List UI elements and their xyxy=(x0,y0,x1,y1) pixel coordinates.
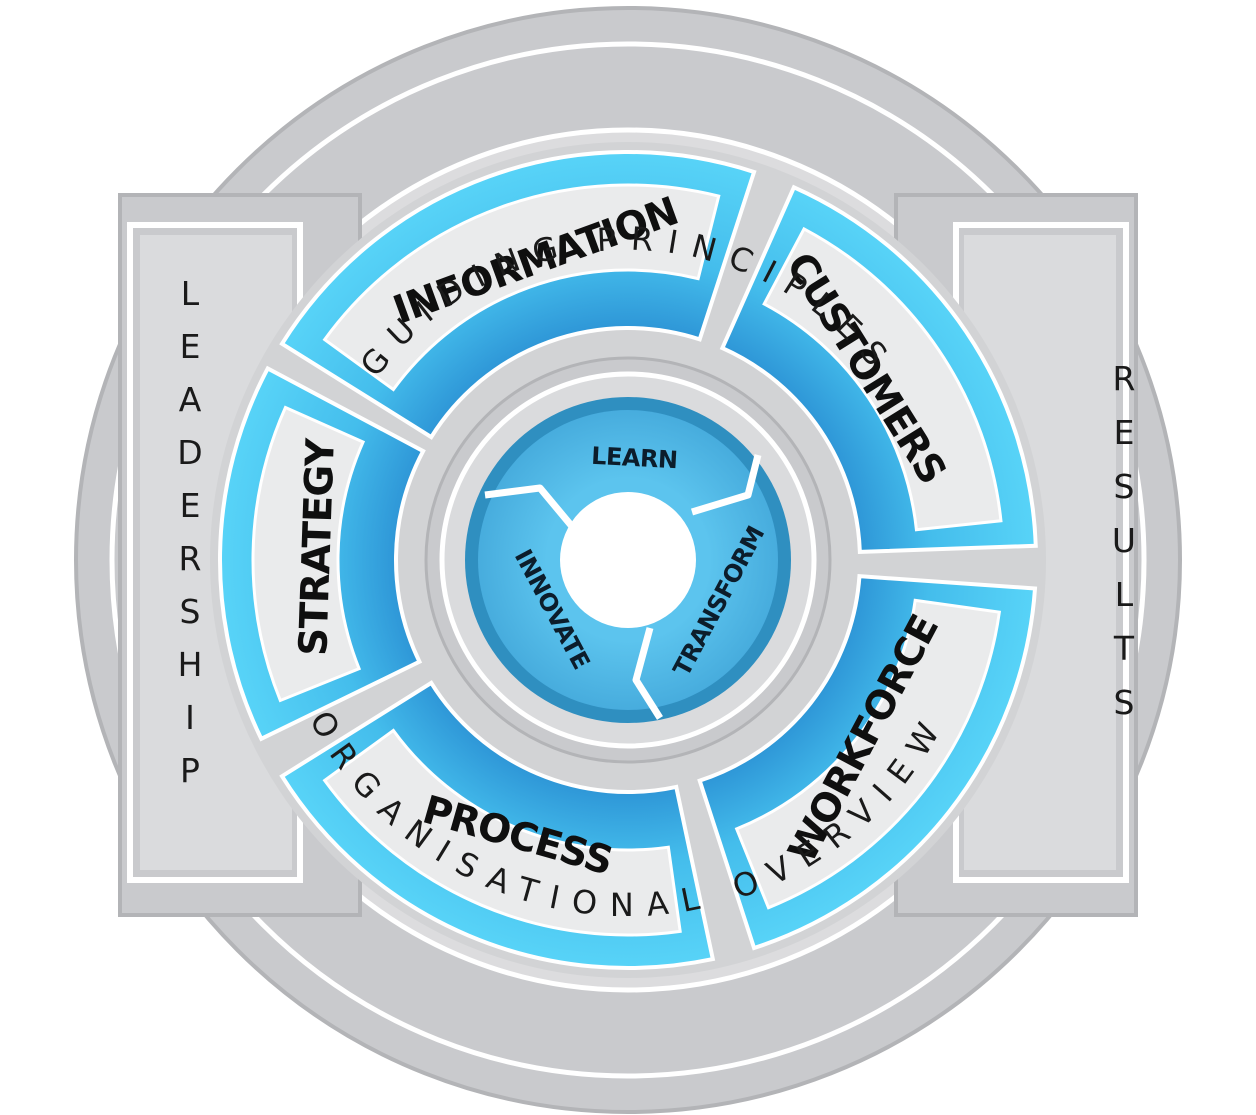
leadership-letter: H xyxy=(178,645,203,684)
core-label-learn: LEARN xyxy=(591,442,679,474)
results-letter: E xyxy=(1114,413,1135,452)
leadership-letter: L xyxy=(181,274,200,313)
leadership-letter: R xyxy=(179,539,202,578)
results-letter: U xyxy=(1112,521,1136,560)
leadership-letter: P xyxy=(180,751,200,790)
segment-process-inner xyxy=(322,728,682,937)
results-letter: R xyxy=(1113,359,1136,398)
results-letter: S xyxy=(1114,467,1135,506)
results-letter: L xyxy=(1115,575,1134,614)
segment-information-inner xyxy=(322,183,721,392)
core: LEARN TRANSFORM INNOVATE xyxy=(424,356,832,764)
segment-label-strategy: STRATEGY xyxy=(291,437,344,657)
results-letter: T xyxy=(1113,629,1135,668)
leadership-letter: E xyxy=(180,486,201,525)
segment-ring xyxy=(218,150,1038,970)
segment-strategy-inner xyxy=(251,405,366,703)
leadership-letter: I xyxy=(185,698,195,737)
results-letter: S xyxy=(1114,683,1135,722)
leadership-letter: S xyxy=(180,592,201,631)
segment-workforce-inner xyxy=(734,598,1002,910)
leadership-letter: D xyxy=(177,433,202,472)
leadership-letter: A xyxy=(179,380,202,419)
segment-customers-inner xyxy=(762,226,1003,532)
leadership-letter: E xyxy=(180,327,201,366)
